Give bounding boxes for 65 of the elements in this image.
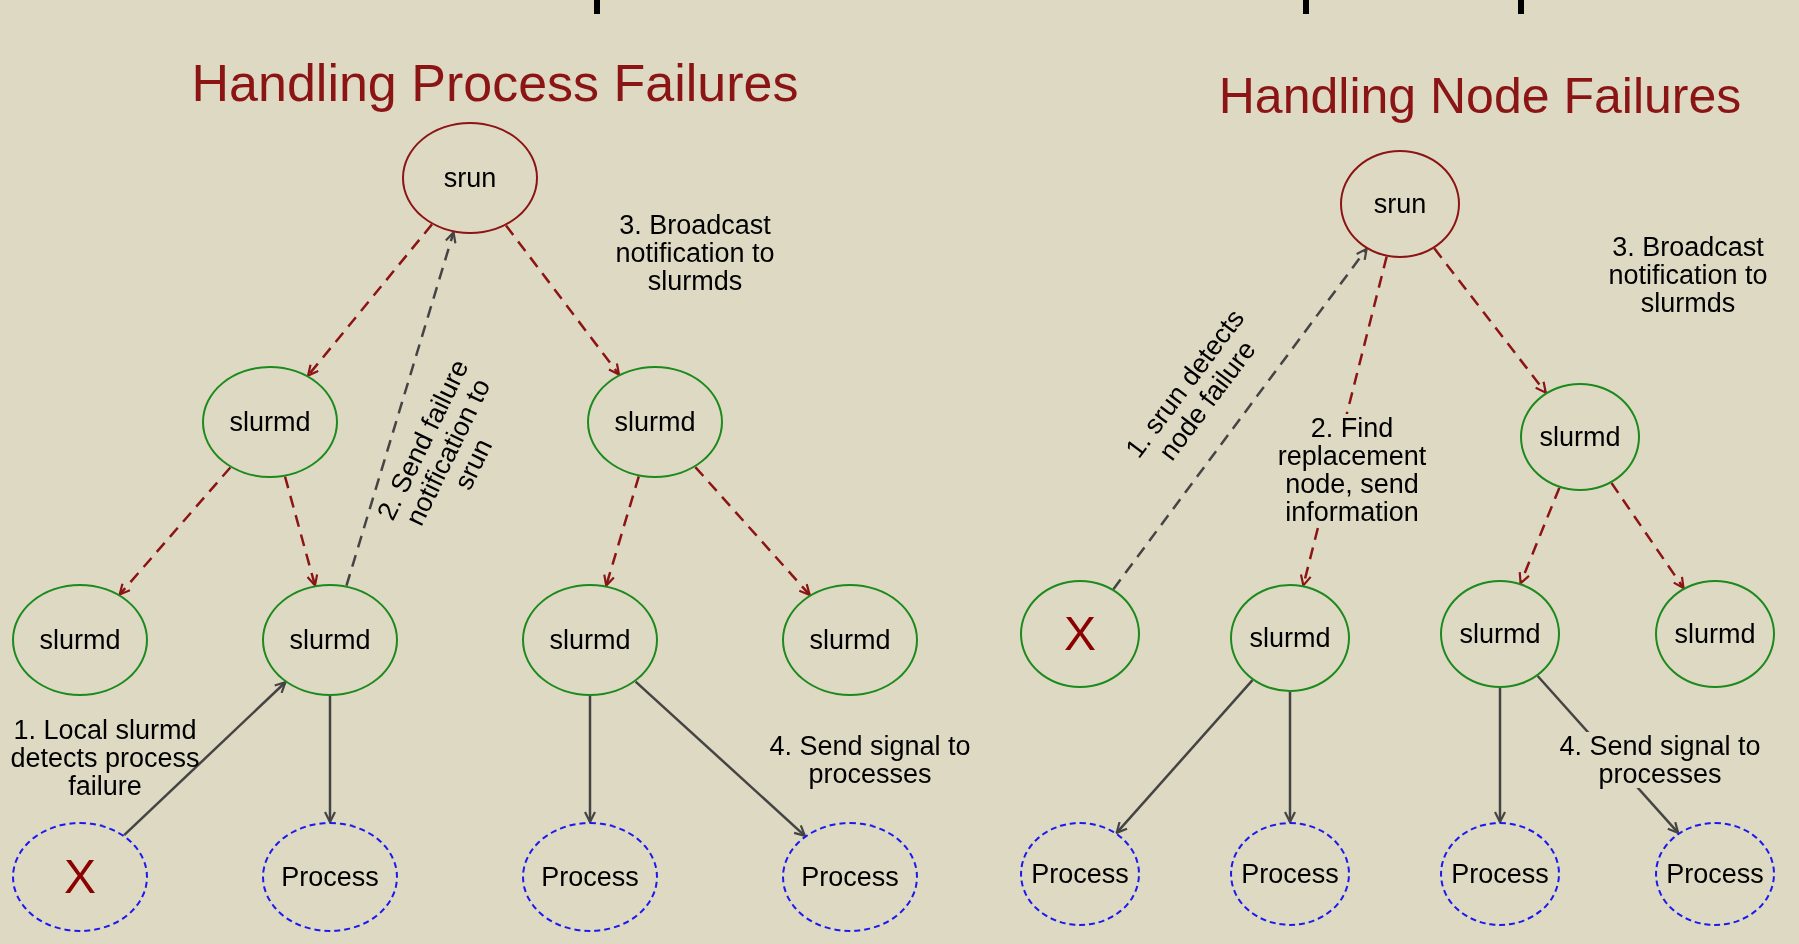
- arrow: [323, 696, 337, 824]
- node-ellipse: [782, 584, 918, 696]
- section-title: Handling Node Failures: [1218, 71, 1742, 121]
- node-label: slurmd: [1249, 624, 1331, 652]
- process-ellipse: [782, 822, 918, 932]
- node-label: srun: [443, 164, 497, 192]
- node-ellipse: [202, 366, 338, 478]
- arrow: [583, 696, 597, 824]
- process-ellipse: [262, 822, 398, 932]
- node-label: Process: [1666, 860, 1764, 888]
- arrow: [345, 231, 457, 587]
- arrow: [1610, 482, 1685, 590]
- arrow: [1493, 688, 1507, 824]
- process-ellipse: [522, 822, 658, 932]
- arrow: [603, 476, 640, 587]
- node-ellipse: [587, 366, 723, 478]
- node-ellipse: [1020, 580, 1140, 688]
- node-ellipse: [1520, 383, 1640, 491]
- arrow: [118, 466, 232, 596]
- node-label: Process: [541, 863, 639, 891]
- arrow: [634, 680, 806, 837]
- edge-label: 1. Local slurmd detects process failure: [9, 716, 201, 800]
- node-label: Process: [801, 863, 899, 891]
- node-ellipse: [402, 122, 538, 234]
- node-ellipse: [522, 584, 658, 696]
- arrow: [1518, 487, 1561, 585]
- node-label: srun: [1373, 190, 1427, 218]
- arrow: [694, 466, 811, 596]
- process-ellipse: [1440, 822, 1560, 926]
- arrow: [306, 223, 433, 377]
- process-ellipse: [12, 822, 148, 932]
- node-label: slurmd: [549, 626, 631, 654]
- node-label: slurmd: [809, 626, 891, 654]
- arrow: [123, 681, 287, 837]
- edge-label: 3. Broadcast notification to slurmds: [614, 211, 776, 295]
- arrow: [505, 224, 621, 376]
- node-ellipse: [1340, 150, 1460, 258]
- process-ellipse: [1230, 822, 1350, 926]
- node-label: slurmd: [1539, 423, 1621, 451]
- node-label: slurmd: [289, 626, 371, 654]
- node-label: Process: [281, 863, 379, 891]
- process-ellipse: [1655, 822, 1775, 926]
- edge-label: 4. Send signal to processes: [768, 732, 972, 788]
- arrow: [1433, 247, 1547, 394]
- node-ellipse: [1655, 580, 1775, 688]
- arrow: [283, 476, 319, 587]
- node-label: slurmd: [1674, 620, 1756, 648]
- failure-mark: X: [1064, 610, 1096, 658]
- node-ellipse: [262, 584, 398, 696]
- arrow: [1115, 679, 1254, 834]
- node-label: slurmd: [614, 408, 696, 436]
- edge-label: 3. Broadcast notification to slurmds: [1607, 233, 1769, 317]
- node-ellipse: [1230, 584, 1350, 692]
- node-label: slurmd: [229, 408, 311, 436]
- node-ellipse: [12, 584, 148, 696]
- arrow: [1283, 692, 1297, 824]
- failure-mark: X: [64, 853, 96, 901]
- process-ellipse: [1020, 822, 1140, 926]
- node-label: Process: [1451, 860, 1549, 888]
- node-label: slurmd: [1459, 620, 1541, 648]
- node-label: slurmd: [39, 626, 121, 654]
- node-label: Process: [1031, 860, 1129, 888]
- node-ellipse: [1440, 580, 1560, 688]
- arrow: [1112, 247, 1368, 590]
- node-label: Process: [1241, 860, 1339, 888]
